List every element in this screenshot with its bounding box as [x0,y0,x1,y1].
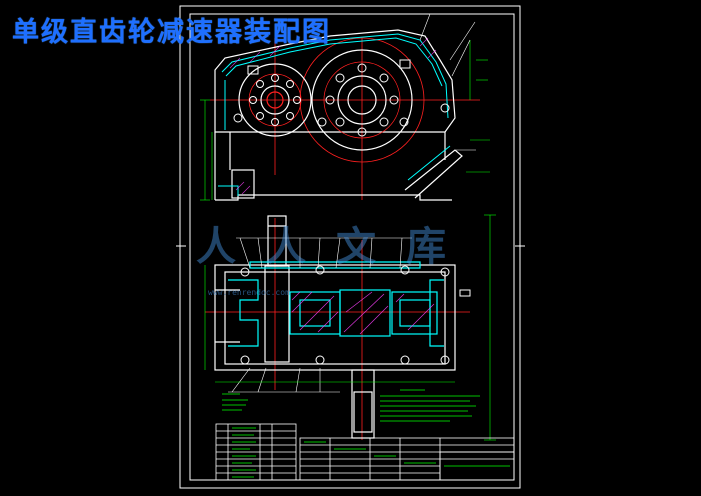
technical-notes [222,389,480,422]
top-bolts [240,265,471,365]
driven-gear [311,49,413,151]
section-hatching [229,37,437,195]
input-shaft [264,215,290,363]
flange-bolts [233,59,450,127]
watermark-logo: 人人文库 [196,224,476,270]
housing-section [218,33,451,196]
front-leaders [419,13,476,151]
drawing-title: 单级直齿轮减速器装配图 [12,17,331,48]
top-gears-section [228,261,444,347]
watermark-url: www.renrendoc.com [208,288,290,297]
front-dimensions [200,40,490,201]
parts-list-table [215,423,515,481]
top-housing-outline [214,264,456,371]
driven-gear-bolts [325,63,399,137]
pinion-bolts [249,74,301,126]
parts-list-entries [232,427,510,478]
top-section-hatching [291,291,435,335]
top-view [204,214,496,441]
top-dimensions [204,214,496,441]
output-shaft [351,369,375,439]
front-view [200,13,490,201]
top-leaders [228,237,412,393]
housing-outline [214,29,463,201]
